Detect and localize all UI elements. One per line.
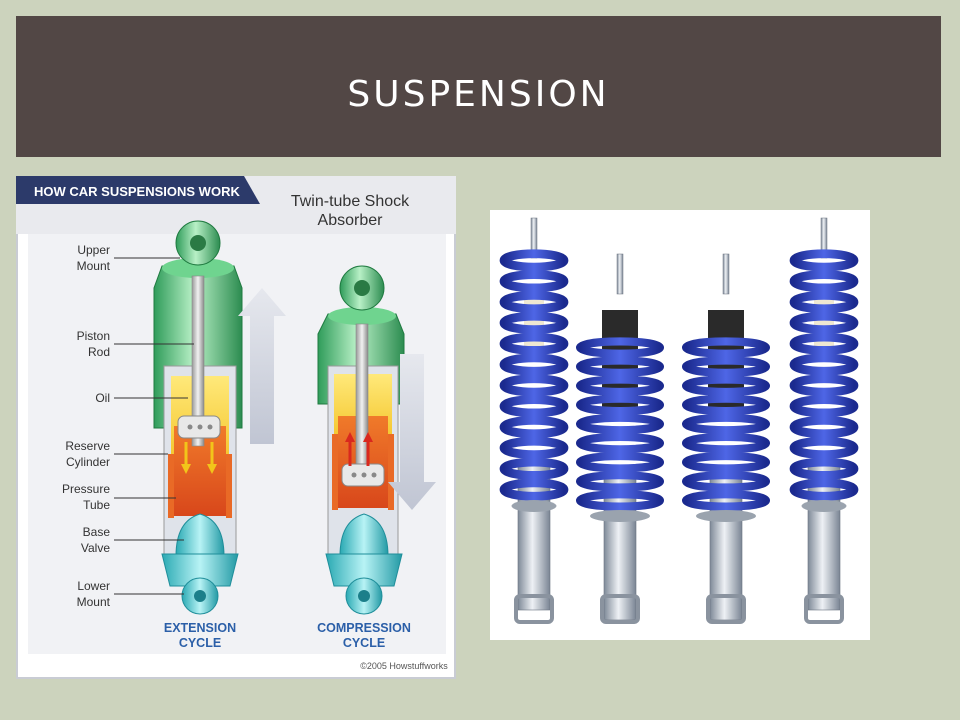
spring-coil bbox=[575, 413, 665, 435]
spring-coil bbox=[789, 416, 859, 439]
spring-coil bbox=[681, 413, 771, 435]
spring-coil bbox=[681, 452, 771, 473]
strut-bracket bbox=[600, 594, 640, 624]
label-lower-mount-1: Lower bbox=[77, 579, 110, 593]
spring-coil bbox=[499, 416, 569, 439]
label-upper-mount-1: Upper bbox=[77, 243, 110, 257]
spring-coil bbox=[499, 332, 569, 355]
label-piston-rod-1: Piston bbox=[77, 329, 110, 343]
spring-seat bbox=[511, 500, 557, 512]
strut-bracket bbox=[514, 594, 554, 624]
compression-cycle-line1: COMPRESSION bbox=[317, 621, 411, 635]
diagram-subheader-line1: Twin-tube Shock bbox=[291, 193, 410, 210]
spring-seat bbox=[696, 510, 756, 522]
spring-coil bbox=[499, 270, 569, 293]
spring-coil bbox=[789, 270, 859, 293]
spring-coil bbox=[681, 471, 771, 492]
leader-lines bbox=[114, 257, 194, 595]
label-pressure-tube-1: Pressure bbox=[62, 482, 110, 496]
spring-coil bbox=[789, 353, 859, 376]
diagram-header-band bbox=[16, 176, 260, 204]
label-oil: Oil bbox=[95, 391, 110, 405]
spring-coil bbox=[789, 374, 859, 397]
spring-coil bbox=[789, 478, 859, 501]
spring-coil bbox=[575, 452, 665, 473]
spring-coil bbox=[575, 375, 665, 396]
compression-shock bbox=[317, 265, 405, 615]
spring-coil bbox=[789, 332, 859, 355]
label-base-valve-1: Base bbox=[83, 525, 111, 539]
spring-coil bbox=[499, 478, 569, 501]
spring-coil bbox=[499, 353, 569, 376]
strut-rod bbox=[722, 253, 730, 295]
spring-coil bbox=[789, 457, 859, 480]
spring-coil bbox=[499, 249, 569, 272]
label-pressure-tube-2: Tube bbox=[83, 498, 110, 512]
spring-coil bbox=[575, 337, 665, 358]
copyright-text: ©2005 Howstuffworks bbox=[360, 661, 448, 671]
spring-coil bbox=[789, 291, 859, 314]
spring-seat bbox=[801, 500, 847, 512]
spring-coil bbox=[789, 436, 859, 459]
down-arrow-icon bbox=[388, 354, 436, 510]
up-arrow-icon bbox=[238, 288, 286, 444]
spring-coil bbox=[789, 395, 859, 418]
label-piston-rod-2: Rod bbox=[88, 345, 110, 359]
spring-coil bbox=[789, 249, 859, 272]
slide-title: SUSPENSION bbox=[347, 74, 610, 115]
spring-coil bbox=[681, 337, 771, 358]
spring-coil bbox=[575, 432, 665, 454]
label-base-valve-2: Valve bbox=[81, 541, 110, 555]
spring-coil bbox=[499, 311, 569, 334]
spring-coil bbox=[499, 291, 569, 314]
coilover-photo bbox=[490, 210, 870, 640]
label-reserve-cylinder-2: Cylinder bbox=[66, 455, 110, 469]
strut-bracket bbox=[804, 594, 844, 624]
spring-coil bbox=[499, 457, 569, 480]
spring-coil bbox=[499, 395, 569, 418]
shock-absorber-diagram: HOW CAR SUSPENSIONS WORK Twin-tube Shock… bbox=[16, 176, 456, 679]
diagram-subheader-line2: Absorber bbox=[318, 212, 384, 229]
compression-cycle-line2: CYCLE bbox=[343, 636, 385, 650]
spring-coil bbox=[789, 311, 859, 334]
extension-cycle-line2: CYCLE bbox=[179, 636, 221, 650]
spring-coil bbox=[681, 394, 771, 416]
spring-coil bbox=[499, 374, 569, 397]
strut-bracket bbox=[706, 594, 746, 624]
spring-coil bbox=[575, 394, 665, 416]
spring-coil bbox=[499, 436, 569, 459]
spring-coil bbox=[681, 432, 771, 454]
spring-coil bbox=[575, 471, 665, 492]
strut-rod bbox=[616, 253, 624, 295]
label-upper-mount-2: Mount bbox=[77, 259, 111, 273]
spring-coil bbox=[681, 490, 771, 511]
spring-coil bbox=[681, 375, 771, 396]
spring-coil bbox=[681, 356, 771, 377]
label-reserve-cylinder-1: Reserve bbox=[65, 439, 110, 453]
label-lower-mount-2: Mount bbox=[77, 595, 111, 609]
spring-coil bbox=[575, 490, 665, 511]
extension-shock bbox=[153, 220, 243, 615]
extension-cycle-line1: EXTENSION bbox=[164, 621, 236, 635]
spring-seat bbox=[590, 510, 650, 522]
diagram-header: HOW CAR SUSPENSIONS WORK bbox=[34, 184, 240, 199]
spring-coil bbox=[575, 356, 665, 377]
title-bar: SUSPENSION bbox=[16, 16, 941, 157]
